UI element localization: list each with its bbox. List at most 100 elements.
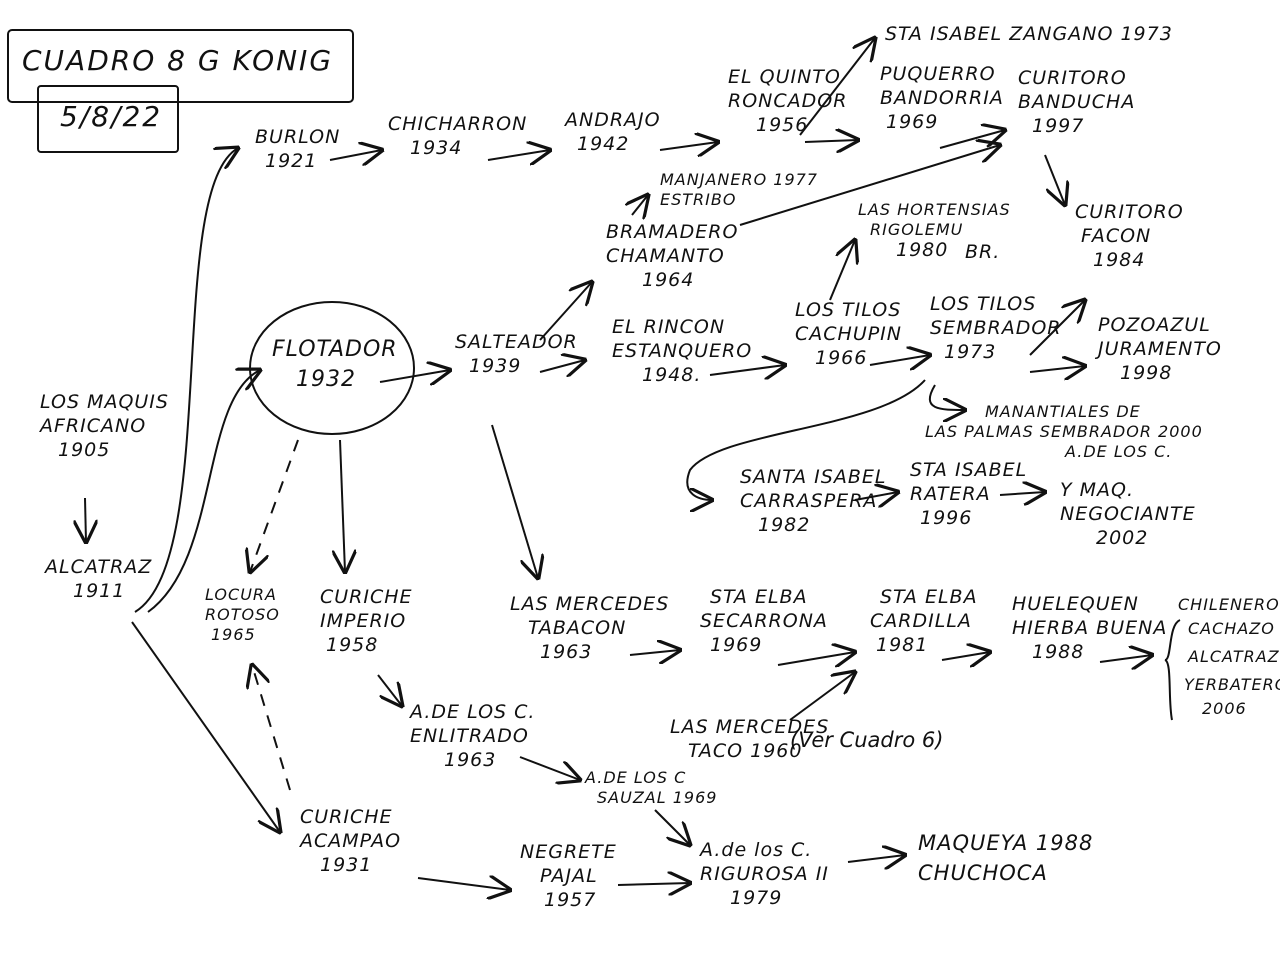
node-line: PAJAL <box>540 865 598 887</box>
date-box <box>37 85 179 153</box>
node-el-quinto-roncador: EL QUINTO RONCADOR 1956 <box>728 65 847 137</box>
node-line: 1998 <box>1120 362 1173 384</box>
arrow-alcatraz-flotador <box>147 370 260 613</box>
node-line: JURAMENTO <box>1098 338 1222 360</box>
node-line: HUELEQUEN <box>1012 593 1139 615</box>
node-line: 1942 <box>577 133 630 155</box>
arrow-rincon-cachupin <box>709 365 785 375</box>
node-salteador: SALTEADOR 1939 <box>455 330 578 378</box>
diagram-date: 5/8/22 <box>60 100 163 133</box>
node-line: 1934 <box>410 137 463 159</box>
node-puquerro-bandorria: PUQUERRO BANDORRIA 1969 <box>880 62 1004 134</box>
node-line: 1996 <box>920 507 973 529</box>
node-line: ACAMPAO <box>300 830 402 852</box>
node-a-de-los-c-sauzal: A.DE LOS C SAUZAL 1969 <box>585 768 717 808</box>
arrow-banducha-facon <box>1044 154 1065 205</box>
node-line: ENLITRADO <box>410 725 529 747</box>
arrow-acampao-locura <box>252 665 291 791</box>
node-line: 1931 <box>320 854 373 876</box>
node-line: 1984 <box>1093 249 1146 271</box>
arrow-chicharron-andrajo <box>487 150 550 160</box>
node-line: EL QUINTO <box>728 66 841 88</box>
node-curiche-imperio: CURICHE IMPERIO 1958 <box>320 585 413 657</box>
arrow-salteador-mercedes <box>491 424 538 578</box>
arrow-taco-cardilla <box>789 672 855 721</box>
node-line: 1956 <box>756 114 809 136</box>
arrows <box>85 38 1181 890</box>
diagram-title: CUADRO 8 G KONIG <box>22 44 334 77</box>
node-line: 1966 <box>815 347 868 369</box>
node-flotador: FLOTADOR 1932 <box>272 335 398 395</box>
node-line: SANTA ISABEL <box>740 466 887 488</box>
arrow-quinto-zangano <box>799 38 875 136</box>
node-line: BURLON <box>255 126 341 148</box>
node-line: LOS TILOS <box>795 299 902 321</box>
node-line: A.de los C. <box>700 839 813 861</box>
node-line: Y MAQ. <box>1060 479 1135 501</box>
node-line: CACHAZO <box>1188 619 1275 638</box>
node-line: LOS TILOS <box>930 293 1037 315</box>
node-line: LOCURA <box>205 585 277 604</box>
node-las-mercedes-taco: LAS MERCEDES TACO 1960 <box>670 715 829 763</box>
node-las-mercedes-tabacon: LAS MERCEDES TABACON 1963 <box>510 592 669 664</box>
arrow-flotador-locura <box>250 439 299 572</box>
arrow-secarrona-cardilla <box>777 652 855 665</box>
node-line: ANDRAJO <box>565 109 661 131</box>
node-line: 1921 <box>265 150 318 172</box>
node-line: RIGUROSA II <box>700 863 829 885</box>
node-line: 1948. <box>642 364 702 386</box>
node-line: A.DE LOS C. <box>410 701 536 723</box>
node-curitoro-banducha: CURITORO BANDUCHA 1997 <box>1018 66 1135 138</box>
node-a-de-los-c-enlitrado: A.DE LOS C. ENLITRADO 1963 <box>410 700 535 772</box>
arrow-flotador-imperio <box>340 439 345 572</box>
node-line: CHICHARRON <box>388 113 528 135</box>
node-los-tilos-cachupin: LOS TILOS CACHUPIN 1966 <box>795 298 902 370</box>
node-santa-isabel-carraspera: SANTA ISABEL CARRASPERA 1982 <box>740 465 886 537</box>
node-line: SECARRONA <box>700 610 828 632</box>
node-los-tilos-sembrador: LOS TILOS SEMBRADOR 1973 <box>930 292 1061 364</box>
title-box <box>7 29 354 103</box>
node-line: 1969 <box>886 111 939 133</box>
node-line: YERBATERO <box>1184 675 1280 694</box>
node-line: ESTANQUERO <box>612 340 753 362</box>
taco-note: (Ver Cuadro 6) <box>790 728 944 752</box>
node-line: 1964 <box>642 269 695 291</box>
node-alcatraz: ALCATRAZ 1911 <box>45 555 152 603</box>
node-line: 1905 <box>58 439 111 461</box>
arrow-sembrador-carraspera <box>686 379 926 500</box>
node-line: STA ELBA <box>710 586 808 608</box>
arrow-alcatraz-acampao <box>131 621 280 832</box>
node-line: SAUZAL 1969 <box>597 788 718 807</box>
node-line: 1980 <box>896 239 949 261</box>
node-line: 1988 <box>1032 641 1085 663</box>
node-locura-rotoso: LOCURA ROTOSO 1965 <box>205 585 280 645</box>
arrow-sembrador-manantiales <box>928 384 965 410</box>
node-line: FACON <box>1081 225 1152 247</box>
arrow-puquerro-banducha <box>939 130 1005 149</box>
node-huelequen-hierba-buena: HUELEQUEN HIERBA BUENA 1988 <box>1012 592 1167 664</box>
arrow-carraspera-ratera <box>854 492 898 500</box>
arrow-cachupin-hortensias <box>829 240 855 301</box>
node-line: RONCADOR <box>728 90 848 112</box>
node-line: CARDILLA <box>870 610 972 632</box>
node-line: CURITORO <box>1018 67 1127 89</box>
node-line: 1979 <box>730 887 783 909</box>
node-line: POZOAZUL <box>1098 314 1211 336</box>
node-line: 1963 <box>444 749 497 771</box>
node-sta-isabel-zangano: STA ISABEL ZANGANO 1973 <box>885 22 1173 46</box>
node-el-rincon-estanquero: EL RINCON ESTANQUERO 1948. <box>612 315 752 387</box>
node-line: ALCATRAZ <box>45 556 153 578</box>
node-line: ESTRIBO <box>660 190 737 209</box>
arrow-bramadero-manjanero <box>632 195 648 215</box>
node-manjanero-estribo: MANJANERO 1977 ESTRIBO <box>660 170 818 210</box>
node-line: MANANTIALES DE <box>985 402 1141 421</box>
node-manantiales-de-las-palmas: MANANTIALES DE LAS PALMAS SEMBRADOR 2000… <box>925 402 1203 462</box>
node-line: 1969 <box>710 634 763 656</box>
arrow-sembrador-up <box>1029 300 1085 356</box>
arrow-burlon-chicharron <box>329 150 382 160</box>
arrow-maquis-alcatraz <box>85 497 86 542</box>
node-line: CHILENERO <box>1178 595 1280 614</box>
node-line: AFRICANO <box>40 415 147 437</box>
node-line: CURICHE <box>320 586 413 608</box>
